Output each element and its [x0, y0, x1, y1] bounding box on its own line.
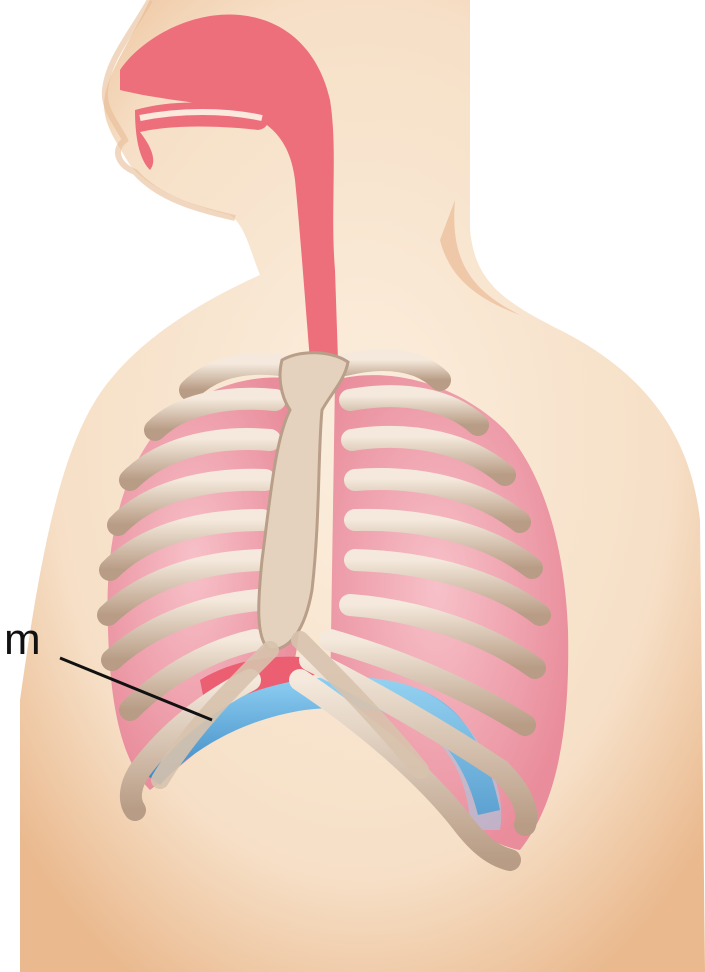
diaphragm-label: m: [4, 618, 41, 662]
